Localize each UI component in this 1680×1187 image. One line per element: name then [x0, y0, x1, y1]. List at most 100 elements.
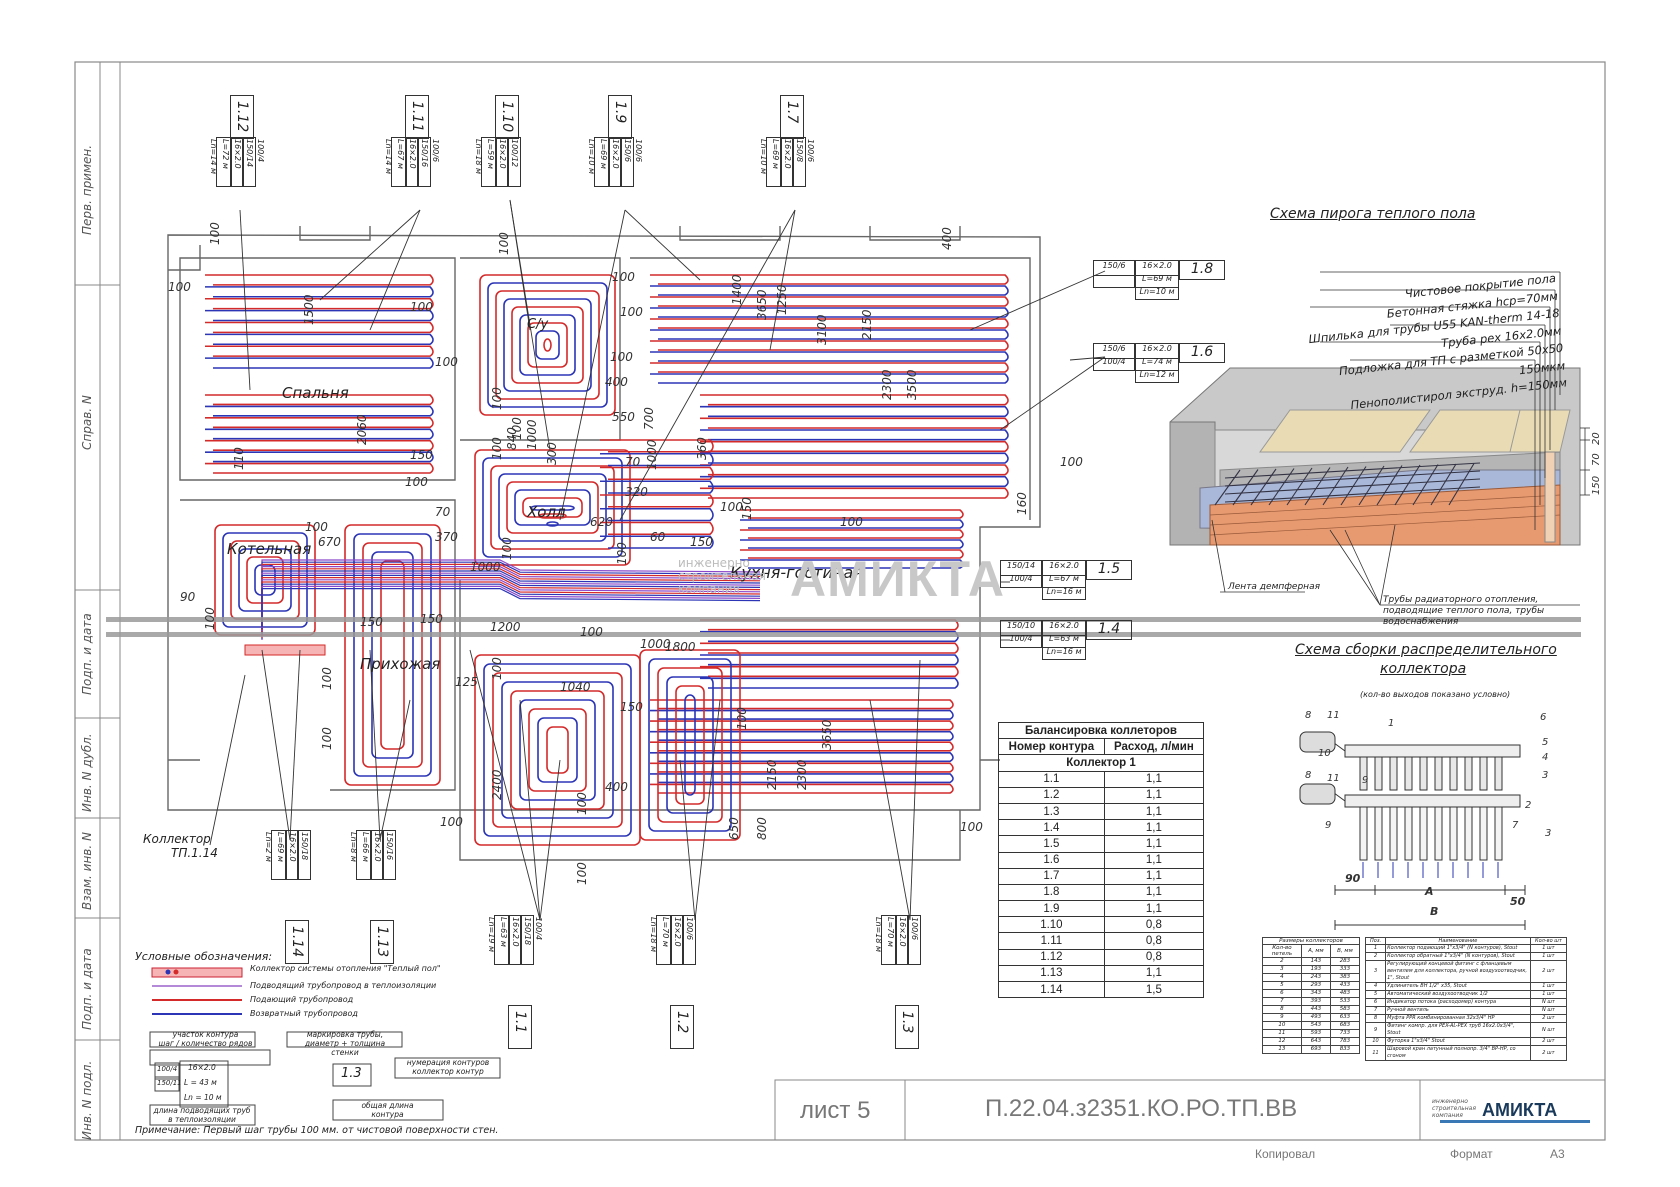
manifold-outlet: [1389, 806, 1398, 861]
circuit-1-1-loop: [519, 699, 596, 801]
dimension-label: 100: [1060, 455, 1083, 469]
side-label-replace-inv: Взам. инв. N: [80, 832, 94, 910]
spec-cell: 10: [1364, 1037, 1387, 1046]
spec-cell: 593: [1300, 1029, 1331, 1038]
circuit-1-9-run: [650, 329, 1009, 340]
circuit-1-8-run: [700, 440, 1009, 453]
spec-cell: 9: [1262, 1013, 1302, 1022]
room-label-bath: С/у: [527, 317, 549, 332]
dimension-label: 100: [435, 355, 458, 369]
circuit-1-13-loop: [353, 533, 432, 777]
dimension-label: 100: [575, 792, 589, 815]
pie-grid-line: [1224, 462, 1481, 479]
spec-cell: 533: [1329, 997, 1361, 1006]
tag-length: L=63 м: [1042, 634, 1086, 648]
manifold-part-number: 3: [1542, 770, 1549, 781]
tag-id: 1.1: [512, 1011, 528, 1034]
dimension-label: 550: [612, 410, 635, 424]
spec-cell: 12: [1262, 1037, 1302, 1046]
circuit-1-11-run: [205, 405, 434, 417]
copied-label: Копировал: [1255, 1147, 1316, 1161]
logo-underline: [1440, 1120, 1590, 1123]
circuit-1-12-run: [205, 286, 434, 298]
balance-circuit: 1.6: [998, 851, 1105, 869]
tag-pipe: 16×2.0: [1042, 560, 1086, 576]
circuit-1-2-loop: [666, 676, 714, 814]
manifold-outlet: [1374, 756, 1383, 791]
tag-length: L=69 м: [771, 139, 780, 169]
dimension-label: 125: [455, 675, 478, 689]
circuit-1-3: [650, 699, 954, 794]
circuit-1-9-run: [650, 318, 1009, 329]
spec-cell: 243: [1300, 973, 1331, 982]
spec-cell: 693: [1300, 1045, 1331, 1054]
circuit-1-8-run: [700, 417, 1009, 429]
dimension-label: 370: [435, 530, 458, 544]
circuit-1-11-run: [205, 417, 434, 429]
pie-grid-line: [1430, 463, 1457, 506]
tag-step: 150/8: [795, 139, 804, 163]
tag-id: 1.14: [289, 926, 305, 958]
circuit-1-8-run: [700, 452, 1009, 464]
circuit-1-10-loop: [479, 274, 616, 416]
tag-feed-length: Ln=8 м: [349, 832, 358, 862]
pie-grid-line: [1214, 469, 1241, 506]
spec-cell: 3: [1364, 960, 1387, 983]
legend-item-collector: Коллектор системы отопления "Теплый пол": [250, 964, 441, 973]
pie-grid-line: [1286, 467, 1313, 506]
manifold-outlet: [1419, 756, 1428, 791]
pie-grid-line: [1232, 469, 1259, 506]
circuit-1-13-loop: [371, 551, 414, 759]
spec-header: А, мм: [1300, 944, 1331, 958]
circuit-1-1-loop: [528, 708, 587, 792]
circuit-1-8-run: [700, 487, 1009, 499]
spec-cell: Ручной вентиль: [1385, 1006, 1531, 1015]
spec-cell: 9: [1364, 1022, 1387, 1038]
balance-circuit: 1.9: [998, 900, 1105, 918]
manifold-outlet: [1464, 806, 1473, 861]
circuit-1-1-loop: [474, 654, 641, 846]
dimension-label: 3650: [820, 719, 834, 750]
tag-pipe: 16×2.0: [288, 832, 297, 862]
watermark-line-1: инженерно: [678, 556, 750, 570]
balance-circuit: 1.3: [998, 802, 1105, 821]
manifold-outlet: [1464, 756, 1473, 791]
circuit-1-5-run: [600, 494, 714, 508]
side-label-reference: Справ. N: [80, 395, 94, 450]
side-label-orig-inv: Инв. N подл.: [80, 1060, 94, 1140]
legend-ex-feed-len-2: в теплоизоляции: [168, 1115, 236, 1124]
dimension-label: 1800: [665, 640, 696, 654]
balance-flow: 1,1: [1103, 835, 1205, 853]
dimension-label: 100: [490, 437, 504, 460]
manifold-title-1: Схема сборки распределительного: [1295, 642, 1557, 658]
circuit-1-12-run: [205, 309, 434, 322]
balance-col-circuit: Номер контура: [998, 738, 1105, 756]
legend-ex-marking-1: маркировка трубы,: [306, 1030, 384, 1039]
dimension-label: 90: [180, 590, 196, 604]
spec-cell: 4: [1364, 982, 1387, 991]
balance-circuit: 1.1: [998, 770, 1105, 788]
manifold-outlet: [1449, 756, 1458, 791]
circuit-1-6: [740, 509, 964, 569]
circuit-1-4-run: [700, 654, 959, 666]
dimension-label: 2300: [880, 369, 894, 400]
legend-ex-feed-len-1: длина подводящих труб: [153, 1106, 251, 1115]
tag-feed-length: Ln=10 м: [1135, 287, 1179, 300]
legend-item-feed: Подводящий трубопровод в теплоизоляции: [250, 981, 437, 990]
tag-step: 100/12: [510, 139, 519, 168]
dimension-label: 60: [650, 530, 666, 544]
pie-grid-line: [1224, 486, 1481, 503]
tag-step-2: 100/6: [806, 139, 815, 163]
spec-cell: 10: [1262, 1021, 1302, 1030]
balance-flow: 1,1: [1103, 964, 1205, 983]
tag-length: L=70 м: [886, 917, 895, 947]
